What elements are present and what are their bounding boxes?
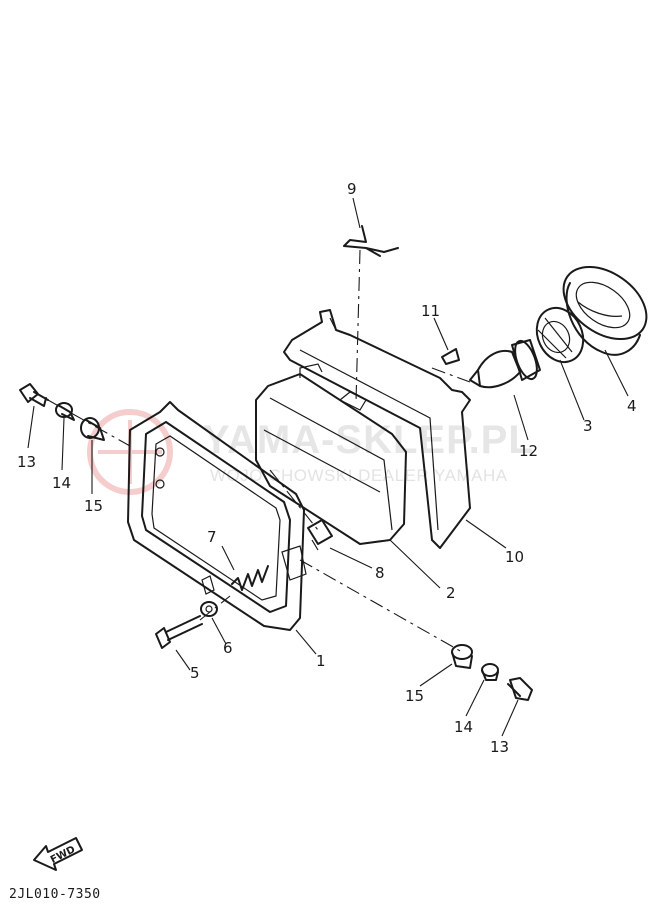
forward-label: FWD [49, 844, 77, 866]
washer [200, 601, 218, 617]
bulb-cap [441, 348, 460, 365]
watermark-title: YAMA-SKLEP.PL [203, 418, 534, 462]
callout-15-left: 15 [84, 497, 103, 515]
callout-14-right: 14 [454, 718, 473, 736]
callout-9: 9 [347, 180, 357, 198]
adjuster-spring [231, 565, 269, 591]
callout-numbers: 9 11 4 3 12 10 2 8 7 1 6 5 13 14 15 15 1… [17, 180, 637, 756]
collar-left [55, 402, 75, 421]
callout-4: 4 [627, 397, 637, 415]
callout-8: 8 [375, 564, 385, 582]
callout-10: 10 [505, 548, 524, 566]
bolt-right [507, 677, 533, 701]
callout-3: 3 [583, 417, 593, 435]
callout-7: 7 [207, 528, 217, 546]
headlight-housing [283, 309, 471, 549]
callout-12: 12 [519, 442, 538, 460]
callout-13-left: 13 [17, 453, 36, 471]
callout-15-right: 15 [405, 687, 424, 705]
watermark-subtitle: WOJO CHOWSKI DEALER YAMAHA [210, 466, 508, 485]
bulb [469, 339, 541, 389]
callout-2: 2 [446, 584, 456, 602]
drawing-code: 2JL010-7350 [9, 887, 101, 902]
bulb-socket [535, 306, 585, 364]
connector [307, 519, 333, 551]
callout-1: 1 [316, 652, 326, 670]
grommet-right [451, 644, 473, 669]
leader-lines [27, 197, 629, 737]
socket-cover [562, 265, 648, 356]
headlight-rim [127, 401, 307, 631]
wire-clip [343, 225, 399, 257]
bolt-left [19, 383, 49, 407]
callout-6: 6 [223, 639, 233, 657]
collar-right [481, 663, 499, 681]
callout-5: 5 [190, 664, 200, 682]
callout-13-right: 13 [490, 738, 509, 756]
adjust-screw [155, 615, 203, 649]
callout-11: 11 [421, 302, 440, 320]
forward-arrow-icon: FWD [33, 837, 83, 871]
callout-14-left: 14 [52, 474, 71, 492]
alignment-lines [47, 249, 471, 653]
